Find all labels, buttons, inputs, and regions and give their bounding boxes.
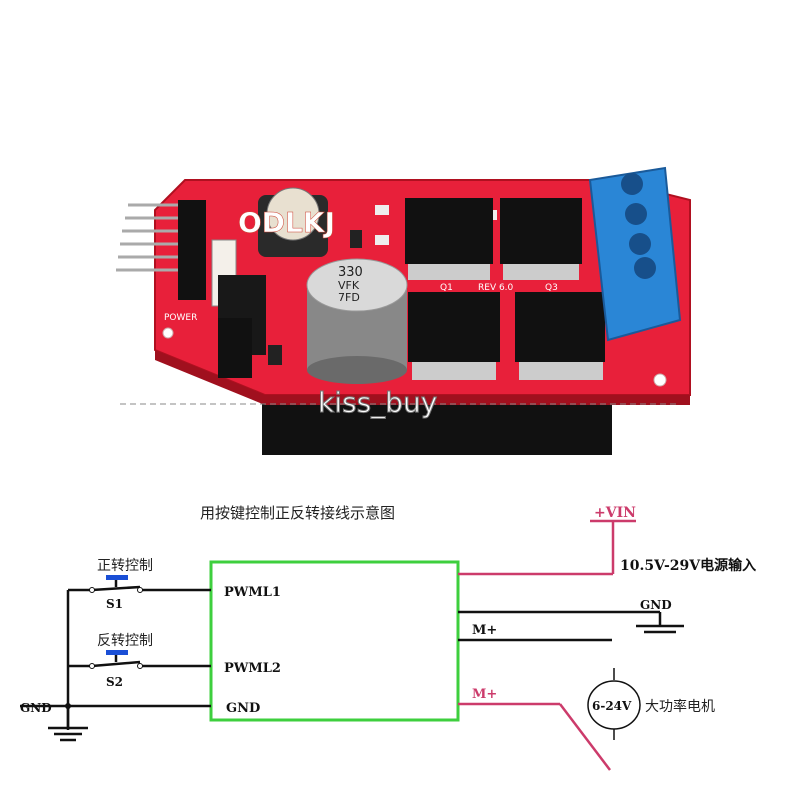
q3-text: Q3 <box>545 283 558 293</box>
s1-label: S1 <box>106 597 123 611</box>
mosfet-q1 <box>405 198 493 280</box>
motor-desc-label: 大功率电机 <box>645 698 715 715</box>
pwml1-label: PWML1 <box>224 585 281 600</box>
board-photo: ODLKJ 330 VFK 7FD Q1 REV 6.0 Q3 POWER <box>116 166 691 455</box>
electrolytic-capacitor: 330 VFK 7FD <box>306 258 408 384</box>
pwml2-label: PWML2 <box>224 661 281 676</box>
power-text: POWER <box>164 313 197 323</box>
mounting-hole <box>653 373 667 387</box>
inductor <box>258 187 328 257</box>
capacitor-value: 330 <box>338 265 363 280</box>
mosfet-q3 <box>408 292 500 380</box>
watermark: kiss_buy <box>318 386 437 419</box>
m-plus-2-label: M+ <box>472 687 497 702</box>
wiring-schematic: 用按键控制正反转接线示意图 PWML1 PWML2 GND 正转控制 S1 反转… <box>20 504 756 771</box>
motor-voltage-label: 6-24V <box>592 699 632 713</box>
reverse-control-label: 反转控制 <box>97 633 153 649</box>
schematic-title: 用按键控制正反转接线示意图 <box>200 504 395 522</box>
s1-button-cap <box>106 575 128 580</box>
mosfet-q2 <box>500 198 582 280</box>
revision-text: REV 6.0 <box>478 283 514 293</box>
m-plus-1-label: M+ <box>472 623 497 638</box>
ground-symbol-left <box>48 706 88 742</box>
vin-label: +VIN <box>594 505 636 521</box>
capacitor-code: 7FD <box>338 291 360 304</box>
s2-button-cap <box>106 650 128 655</box>
forward-control-label: 正转控制 <box>97 558 153 574</box>
pin-header <box>116 200 206 300</box>
capacitor-voltage: VFK <box>338 279 360 292</box>
motor: 6-24V <box>587 668 641 740</box>
mosfet-q4 <box>515 292 605 380</box>
mounting-hole <box>162 327 174 339</box>
screw-terminal <box>588 166 682 342</box>
ground-symbol-right <box>636 624 684 634</box>
q1-text: Q1 <box>440 283 453 293</box>
gnd-module-label: GND <box>226 701 260 716</box>
gnd-right-label: GND <box>640 598 672 612</box>
vin-range-label: 10.5V-29V电源输入 <box>620 557 756 574</box>
s2-label: S2 <box>106 675 123 689</box>
brand-mark: ODLKJ <box>238 206 335 239</box>
gnd-left-label: GND <box>20 701 52 715</box>
